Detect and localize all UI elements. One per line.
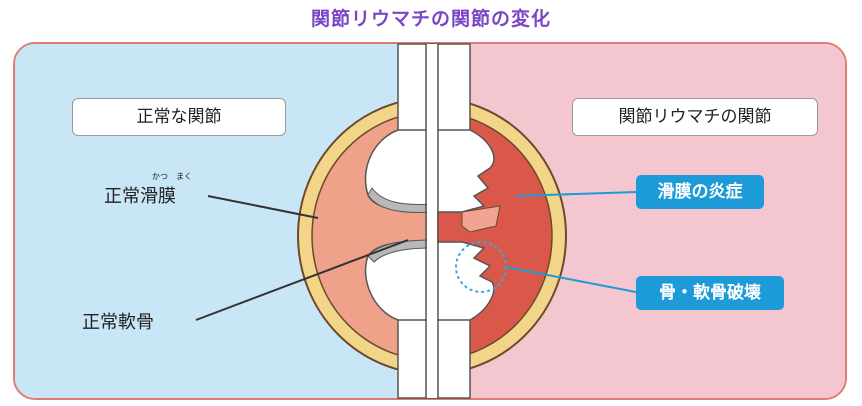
cartilage-leader [195, 239, 409, 321]
destruction-label: 骨・軟骨破壊 [636, 276, 784, 310]
synovium-ruby-2: まく [176, 172, 192, 181]
diagram-panel [13, 42, 847, 400]
ra-joint-heading: 関節リウマチの関節 [572, 98, 818, 136]
pannus [461, 205, 501, 233]
normal-joint-heading: 正常な関節 [72, 98, 286, 136]
synovium-leader [207, 195, 319, 219]
normal-cartilage-label: 正常軟骨 [82, 312, 154, 333]
inflammation-leader [515, 191, 637, 197]
page-title: 関節リウマチの関節の変化 [310, 8, 551, 30]
synovium-ruby-1: かつ [152, 172, 168, 181]
normal-synovium-label: 正常滑膜 [104, 186, 176, 207]
inflammation-label: 滑膜の炎症 [636, 175, 764, 209]
destruction-leader [505, 266, 637, 293]
lower-bone-head-damaged [431, 241, 495, 321]
